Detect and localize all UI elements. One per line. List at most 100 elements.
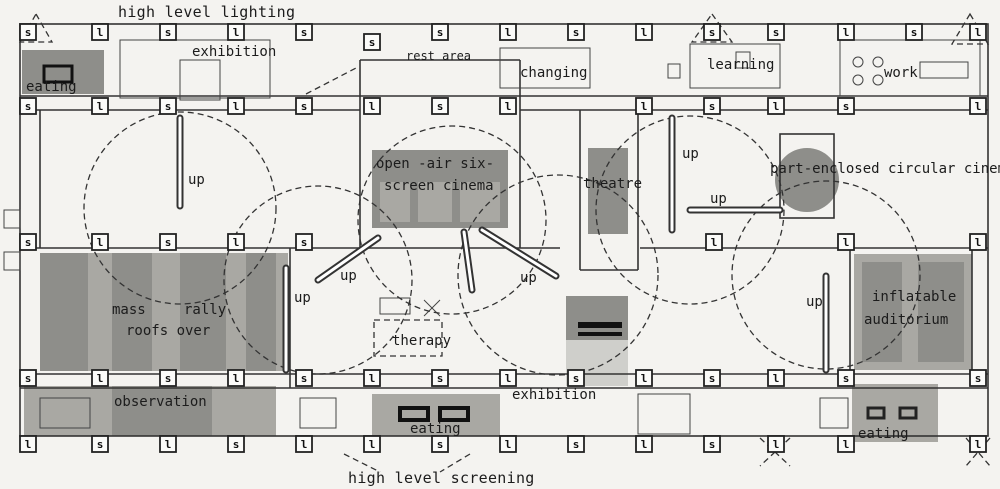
column-s: s — [703, 369, 721, 387]
column-s: s — [295, 97, 313, 115]
svg-text:l: l — [165, 438, 172, 451]
svg-text:s: s — [233, 438, 240, 451]
svg-text:l: l — [975, 26, 982, 39]
svg-text:l: l — [97, 236, 104, 249]
column-s: s — [91, 435, 109, 453]
svg-text:l: l — [505, 438, 512, 451]
svg-text:l: l — [975, 438, 982, 451]
label-mass: mass — [112, 302, 146, 318]
svg-text:l: l — [773, 372, 780, 385]
column-l: l — [159, 435, 177, 453]
column-s: s — [295, 23, 313, 41]
svg-text:s: s — [25, 26, 32, 39]
svg-text:l: l — [975, 236, 982, 249]
svg-text:l: l — [233, 26, 240, 39]
column-l: l — [363, 435, 381, 453]
labels: high level lighting high level screening… — [26, 3, 1000, 487]
svg-text:s: s — [97, 438, 104, 451]
svg-text:s: s — [437, 372, 444, 385]
svg-text:l: l — [25, 438, 32, 451]
svg-text:s: s — [709, 372, 716, 385]
svg-text:l: l — [369, 438, 376, 451]
eating-bottom-area — [372, 394, 500, 436]
column-l: l — [635, 435, 653, 453]
svg-text:l: l — [505, 100, 512, 113]
svg-text:l: l — [233, 236, 240, 249]
column-s: s — [295, 233, 313, 251]
column-s: s — [905, 23, 923, 41]
svg-text:s: s — [301, 100, 308, 113]
column-l: l — [635, 23, 653, 41]
svg-text:s: s — [25, 100, 32, 113]
svg-text:s: s — [709, 100, 716, 113]
theatre-area — [588, 148, 628, 234]
label-up: up — [806, 294, 823, 310]
column-s: s — [363, 33, 381, 51]
svg-text:l: l — [975, 100, 982, 113]
column-s: s — [703, 23, 721, 41]
column-l: l — [91, 97, 109, 115]
svg-text:s: s — [975, 372, 982, 385]
label-observation: observation — [114, 394, 207, 410]
column-l: l — [19, 435, 37, 453]
column-s: s — [159, 233, 177, 251]
label-up: up — [294, 290, 311, 306]
label-eating-se: eating — [858, 426, 909, 442]
label-up: up — [682, 146, 699, 162]
walls — [3, 23, 989, 437]
svg-text:l: l — [641, 26, 648, 39]
svg-text:s: s — [165, 372, 172, 385]
column-l: l — [969, 435, 987, 453]
column-l: l — [91, 369, 109, 387]
column-s: s — [19, 23, 37, 41]
column-l: l — [499, 23, 517, 41]
svg-text:s: s — [25, 372, 32, 385]
column-s: s — [295, 369, 313, 387]
label-work: work — [884, 65, 918, 81]
svg-text:l: l — [773, 438, 780, 451]
svg-text:s: s — [301, 236, 308, 249]
svg-text:s: s — [709, 438, 716, 451]
column-l: l — [837, 23, 855, 41]
column-l: l — [227, 369, 245, 387]
column-l: l — [499, 97, 517, 115]
svg-text:s: s — [573, 372, 580, 385]
column-l: l — [499, 369, 517, 387]
column-l: l — [91, 23, 109, 41]
label-auditorium: auditorium — [864, 312, 948, 328]
label-up: up — [340, 268, 357, 284]
svg-text:s: s — [301, 372, 308, 385]
column-s: s — [19, 369, 37, 387]
column-s: s — [431, 23, 449, 41]
label-roofs-over: roofs over — [126, 323, 210, 339]
column-l: l — [363, 97, 381, 115]
column-s: s — [703, 97, 721, 115]
svg-text:l: l — [843, 26, 850, 39]
svg-text:l: l — [369, 100, 376, 113]
svg-text:l: l — [97, 26, 104, 39]
svg-text:s: s — [165, 236, 172, 249]
label-open-air-2: screen cinema — [384, 178, 494, 194]
therapy-room — [373, 319, 443, 357]
column-s: s — [159, 369, 177, 387]
column-l: l — [635, 97, 653, 115]
label-eating-bottom: eating — [410, 421, 461, 437]
label-theatre: theatre — [583, 176, 642, 192]
label-rally: rally — [184, 302, 226, 318]
column-s: s — [227, 435, 245, 453]
svg-text:s: s — [773, 26, 780, 39]
label-changing: changing — [520, 65, 587, 81]
column-s: s — [431, 435, 449, 453]
svg-text:l: l — [505, 372, 512, 385]
column-l: l — [363, 369, 381, 387]
column-l: l — [705, 233, 723, 251]
svg-text:s: s — [843, 100, 850, 113]
column-l: l — [837, 233, 855, 251]
svg-text:l: l — [843, 438, 850, 451]
columns: s l s l s s s l s l s s l s l s l s l s … — [19, 23, 987, 453]
label-therapy: therapy — [392, 333, 451, 349]
column-s: s — [703, 435, 721, 453]
label-open-air-1: open -air six- — [376, 156, 494, 172]
column-s: s — [159, 23, 177, 41]
